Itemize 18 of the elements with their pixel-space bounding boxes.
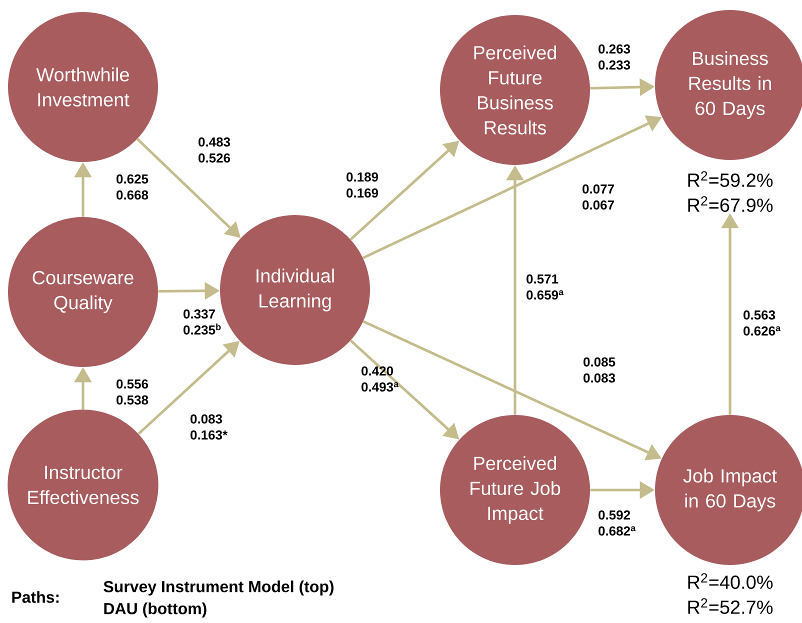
edge-label: 0.083 0.163* <box>190 414 228 440</box>
edge-label: 0.563 0.626$^{a}$ <box>744 310 781 336</box>
edge-label: 0.625 0.668 <box>116 174 148 200</box>
edge-label: 0.263 0.233 <box>598 44 630 70</box>
edge-label: 0.556 0.538 <box>116 379 148 405</box>
edge-label: 0.420 0.493$^{a}$ <box>362 366 399 392</box>
edge-label: 0.483 0.526 <box>198 137 230 163</box>
edge-label: 0.337 0.235$^{b}$ <box>184 309 221 335</box>
r-squared-text: R$^{2}$=40.0% R$^{2}$=52.7% <box>688 573 773 614</box>
edge-label: 0.085 0.083 <box>584 357 616 383</box>
legend-text: Paths: <box>12 591 59 603</box>
edge-label: 0.571 0.659$^{a}$ <box>526 274 564 300</box>
edge-label: 0.077 0.067 <box>582 184 614 210</box>
legend-text: Survey Instrument Model (top) <box>104 580 334 596</box>
legend-text: DAU (bottom) <box>104 602 206 618</box>
edge-label: 0.592 0.682$^{a}$ <box>598 510 636 536</box>
r-squared-text: R$^{2}$=59.2% R$^{2}$=67.9% <box>688 171 773 212</box>
edge-label: 0.189 0.169 <box>346 172 378 198</box>
